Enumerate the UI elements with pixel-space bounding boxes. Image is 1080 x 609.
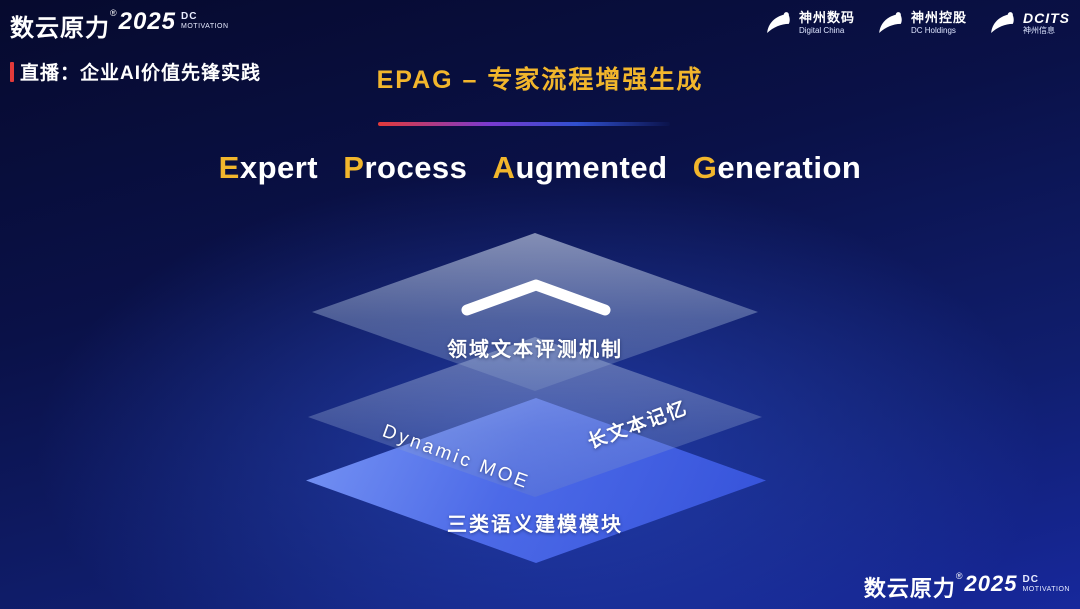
subtitle-rest: rocess	[364, 150, 468, 185]
brand-sub-line2: MOTIVATION	[181, 22, 229, 30]
gradient-divider	[378, 122, 670, 126]
partner-name-line2: 神州信息	[1023, 26, 1055, 36]
swoosh-icon	[879, 12, 902, 33]
subtitle-cap: P	[343, 150, 365, 185]
digital-china-logo: 神州数码 Digital China	[763, 8, 855, 38]
subtitle-rest: eneration	[717, 150, 862, 185]
subtitle-cap: A	[492, 150, 516, 185]
subtitle-cap: G	[692, 150, 718, 185]
red-accent-bar	[10, 61, 14, 82]
subtitle-rest: xpert	[239, 150, 319, 185]
partner-name-line1: DCITS	[1023, 10, 1070, 27]
live-label-row: 直播：企业AI价值先锋实践	[10, 58, 261, 85]
brand-name: 数云原力	[863, 576, 956, 601]
partner-name-line2: Digital China	[798, 25, 845, 35]
registered-mark: ®	[110, 8, 117, 18]
subtitle-rest: ugmented	[515, 150, 668, 185]
registered-mark: ®	[955, 571, 963, 581]
swoosh-icon	[991, 12, 1014, 33]
partner-text: 神州控股 DC Holdings	[910, 9, 967, 35]
subtitle-word: Augmented	[493, 150, 668, 185]
brand-subtext: DC MOTIVATION	[1022, 574, 1070, 593]
partner-name-line2: DC Holdings	[910, 25, 956, 35]
brand-logo-bottom-right: 数云原力®2025 DC MOTIVATION	[864, 571, 1070, 603]
subtitle: Expert Process Augmented Generation	[0, 150, 1080, 186]
brand-year: 2025	[964, 571, 1018, 596]
dcits-logo: DCITS 神州信息	[987, 8, 1070, 38]
page-title: EPAG – 专家流程增强生成	[376, 66, 704, 94]
brand-sub-line1: DC	[181, 11, 198, 22]
subtitle-word: Generation	[693, 150, 862, 185]
layer-label-evaluation: 领域文本评测机制	[447, 339, 623, 361]
brand-logo-top-left: 数云原力®2025 DC MOTIVATION	[10, 8, 229, 43]
partner-name-line1: 神州控股	[910, 9, 967, 25]
partner-logos: 神州数码 Digital China 神州控股 DC Holdings DCIT…	[763, 8, 1070, 38]
brand-subtext: DC MOTIVATION	[181, 11, 229, 30]
subtitle-word: Process	[343, 150, 467, 185]
live-label: 直播：企业AI价值先锋实践	[20, 63, 262, 84]
brand-name: 数云原力	[10, 15, 110, 42]
swoosh-icon	[767, 12, 790, 33]
subtitle-cap: E	[218, 150, 240, 185]
brand-sub-line2: MOTIVATION	[1022, 585, 1070, 593]
brand-sub-line1: DC	[1022, 574, 1039, 585]
partner-text: 神州数码 Digital China	[798, 9, 855, 35]
chevron-up-icon	[461, 279, 611, 316]
layer-label-semantic-modules: 三类语义建模模块	[447, 514, 623, 536]
subtitle-word: Expert	[219, 150, 319, 185]
partner-name-line1: 神州数码	[798, 9, 855, 25]
brand-year: 2025	[118, 8, 177, 35]
dc-holdings-logo: 神州控股 DC Holdings	[875, 8, 967, 38]
partner-text: DCITS 神州信息	[1023, 10, 1070, 35]
